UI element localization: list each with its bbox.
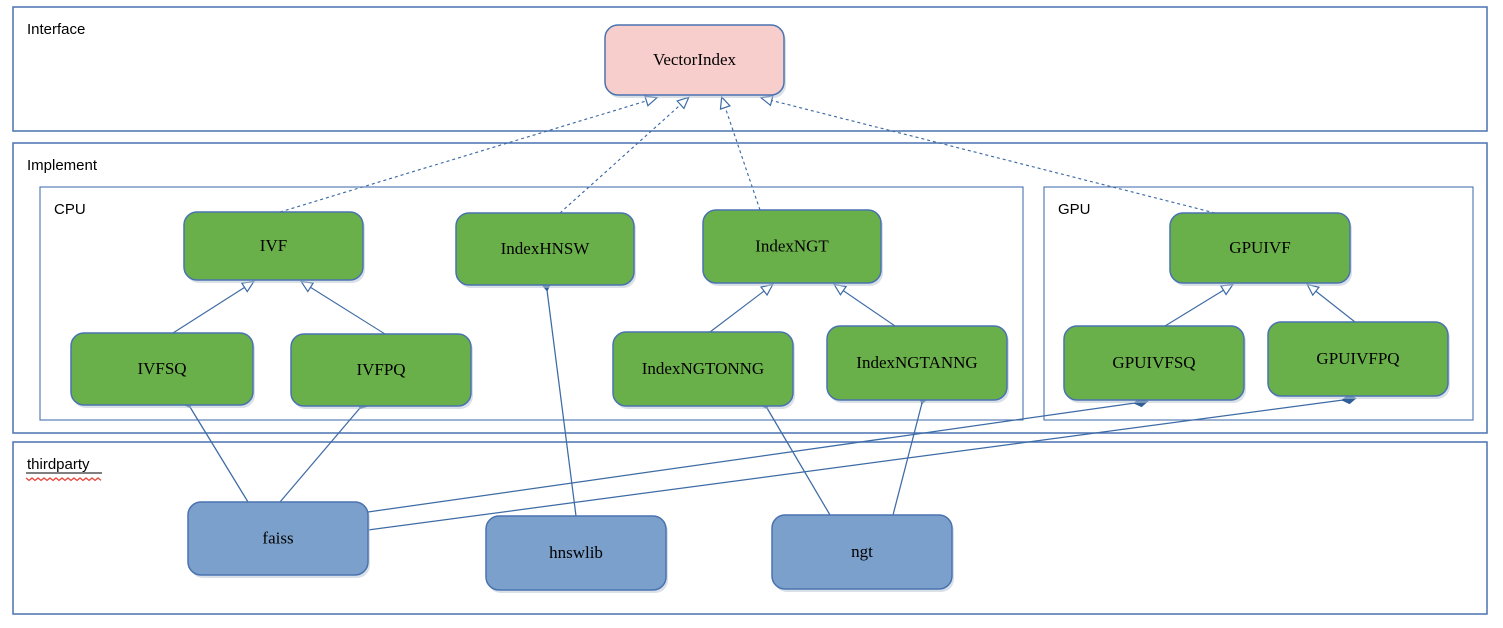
node-label: GPUIVFSQ [1112,353,1195,372]
node-label: GPUIVFPQ [1316,349,1399,368]
node-box[interactable] [455,212,635,286]
node-ivfsq[interactable]: IVFSQ [70,332,255,408]
node-box[interactable] [1267,321,1449,397]
node-hnswlib[interactable]: hnswlib [485,515,668,593]
edge-indexngt-to-vectorindex [719,95,761,211]
edge-line-inheritance [1306,283,1356,323]
node-indexngtonng[interactable]: IndexNGTONNG [612,331,795,409]
node-box[interactable] [290,333,472,407]
node-label: hnswlib [549,543,603,562]
edge-gpuivfsq-to-gpuivf [1164,283,1235,327]
edge-ivfsq-to-ivf [172,280,256,334]
edge-line-composition [279,408,360,503]
node-box[interactable] [1063,325,1245,401]
edge-line-inheritance [1164,283,1235,327]
node-box[interactable] [612,331,794,407]
edge-indexngtonng-to-indexngt [709,283,774,333]
node-box[interactable] [604,24,785,96]
node-vectorindex[interactable]: VectorIndex [604,24,786,98]
node-gpuivf[interactable]: GPUIVF [1169,212,1352,286]
edge-faiss-to-ivfpq [279,408,360,503]
edge-line-inheritance [832,283,896,327]
edge-line-composition [547,290,577,517]
node-label: ngt [851,542,873,561]
node-label: IVFSQ [137,359,186,378]
edge-faiss-to-ivfsq [190,407,249,503]
node-ivfpq[interactable]: IVFPQ [290,333,473,409]
edges-layer [172,94,1356,531]
node-gpuivfpq[interactable]: GPUIVFPQ [1267,321,1450,399]
edge-indexhnsw-to-vectorindex [559,96,690,214]
edge-line-composition [767,408,831,516]
container-label-interface: Interface [27,21,85,38]
node-indexhnsw[interactable]: IndexHNSW [455,212,636,288]
node-ngt[interactable]: ngt [771,514,954,592]
node-box[interactable] [187,501,369,576]
container-label-implement: Implement [27,157,98,174]
edge-line-composition [190,407,249,503]
spellcheck-squiggle [25,477,102,482]
edge-hnswlib-to-indexhnsw [547,290,577,517]
node-ivf[interactable]: IVF [183,211,365,283]
node-box[interactable] [1169,212,1351,284]
edge-line-composition [367,403,1135,513]
node-label: GPUIVF [1229,238,1290,257]
node-label: IndexNGTONNG [642,359,764,378]
container-label-cpu: CPU [54,201,86,218]
edge-line-realization [559,96,690,214]
node-box[interactable] [771,514,953,590]
edge-line-inheritance [709,283,774,333]
edge-line-composition [367,400,1343,531]
edge-faiss-to-gpuivfpq [367,400,1343,531]
edge-line-inheritance [299,280,386,335]
edge-line-realization [719,95,761,211]
node-faiss[interactable]: faiss [187,501,370,578]
edge-faiss-to-gpuivfsq [367,403,1135,513]
edge-ngt-to-indexngtanng [892,403,922,516]
edge-ivfpq-to-ivf [299,280,386,335]
container-label-thirdparty: thirdparty [27,456,90,473]
node-label: IVFPQ [356,360,405,379]
edge-line-composition [892,403,922,516]
node-gpuivfsq[interactable]: GPUIVFSQ [1063,325,1246,403]
node-indexngt[interactable]: IndexNGT [702,209,883,286]
node-label: IndexHNSW [501,239,591,258]
edge-ngt-to-indexngtonng [767,408,831,516]
node-box[interactable] [183,211,364,281]
node-indexngtanng[interactable]: IndexNGTANNG [826,325,1009,403]
node-label: VectorIndex [653,50,737,69]
edge-gpuivfpq-to-gpuivf [1306,283,1356,323]
node-label: faiss [262,528,293,547]
container-label-gpu: GPU [1058,201,1091,218]
node-box[interactable] [702,209,882,284]
node-label: IndexNGTANNG [856,353,977,372]
node-box[interactable] [826,325,1008,401]
node-label: IVF [260,236,287,255]
node-label: IndexNGT [755,236,829,255]
node-box[interactable] [485,515,667,591]
edge-line-inheritance [172,280,256,334]
node-box[interactable] [70,332,254,406]
edge-indexngtanng-to-indexngt [832,283,896,327]
